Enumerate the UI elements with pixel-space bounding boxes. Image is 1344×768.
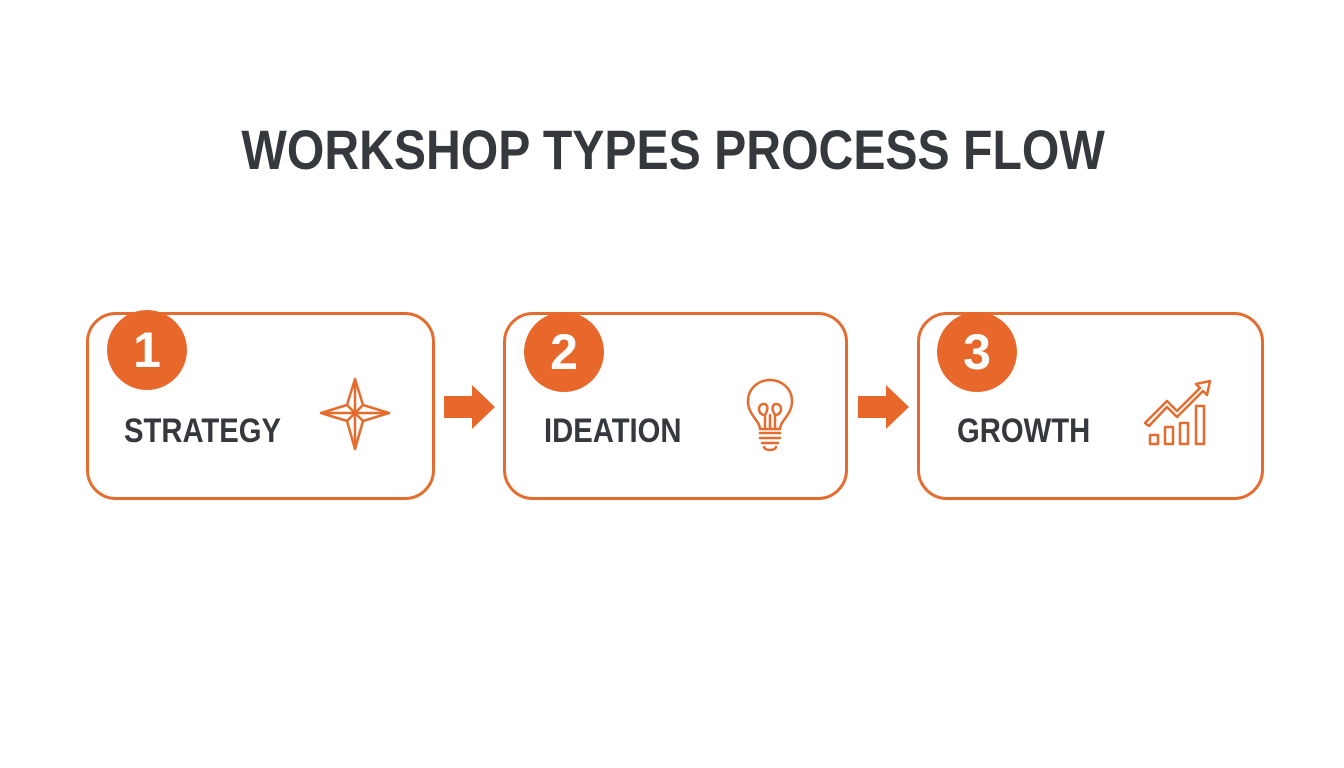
- arrow-right-icon: [444, 385, 495, 429]
- step-label: STRATEGY: [124, 412, 282, 450]
- lightbulb-icon: [746, 378, 794, 452]
- step-label: IDEATION: [544, 412, 682, 450]
- diagram-title: WORKSHOP TYPES PROCESS FLOW: [241, 118, 1105, 181]
- step-number-badge: 2: [524, 312, 604, 392]
- step-card-growth: 3 GROWTH: [917, 312, 1264, 500]
- arrow-right-icon: [858, 385, 909, 429]
- step-card-strategy: 1 STRATEGY: [86, 310, 435, 500]
- growth-chart-icon: [1143, 379, 1212, 446]
- step-card-ideation: 2 IDEATION: [503, 312, 848, 500]
- step-number-badge: 3: [937, 312, 1017, 392]
- compass-star-icon: [319, 377, 391, 451]
- step-number-badge: 1: [107, 310, 187, 390]
- step-label: GROWTH: [957, 412, 1091, 450]
